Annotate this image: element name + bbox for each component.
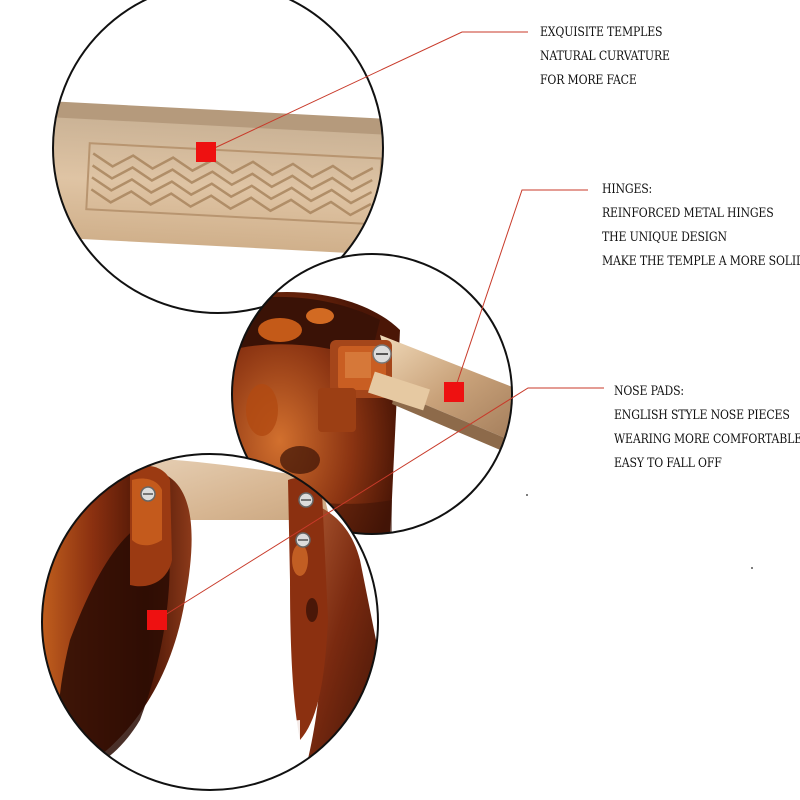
- nose-pad-detail-frame: [41, 453, 379, 791]
- hinges-callout-title: HINGES:: [602, 182, 653, 197]
- hinges-leader-line: [453, 189, 588, 393]
- hinges-callout-line: MAKE THE TEMPLE A MORE SOLID: [602, 254, 800, 269]
- hinges-callout-line: THE UNIQUE DESIGN: [602, 230, 727, 245]
- temple-detail-frame: [52, 0, 384, 314]
- temples-callout-line: EXQUISITE TEMPLES: [540, 25, 663, 40]
- speck: [751, 567, 753, 569]
- screw-icon: [295, 532, 311, 548]
- nose-pads-callout: NOSE PADS: ENGLISH STYLE NOSE PIECES WEA…: [614, 380, 800, 476]
- temples-leader-line: [205, 31, 528, 153]
- temples-callout-line: NATURAL CURVATURE: [540, 49, 670, 64]
- nose-pads-callout-title: NOSE PADS:: [614, 384, 684, 399]
- nose-pads-callout-line: EASY TO FALL OFF: [614, 456, 722, 471]
- temples-marker-icon: [196, 142, 216, 162]
- screw-icon: [140, 486, 156, 502]
- hinges-marker-icon: [444, 382, 464, 402]
- hinges-callout: HINGES: REINFORCED METAL HINGES THE UNIQ…: [602, 178, 800, 274]
- nose-pads-callout-line: ENGLISH STYLE NOSE PIECES: [614, 408, 790, 423]
- nose-pads-marker-icon: [147, 610, 167, 630]
- nose-pad-detail-photo: [42, 454, 378, 790]
- hinges-callout-line: REINFORCED METAL HINGES: [602, 206, 774, 221]
- temple-detail-photo: [53, 0, 383, 313]
- hinge-detail-frame: [231, 253, 513, 535]
- nose-pads-callout-line: WEARING MORE COMFORTABLE: [614, 432, 800, 447]
- temples-callout: EXQUISITE TEMPLES NATURAL CURVATURE FOR …: [540, 21, 670, 93]
- screw-icon: [372, 344, 392, 364]
- speck: [526, 494, 528, 496]
- screw-icon: [298, 492, 314, 508]
- nose-pads-leader-line: [156, 387, 604, 621]
- temples-callout-line: FOR MORE FACE: [540, 73, 637, 88]
